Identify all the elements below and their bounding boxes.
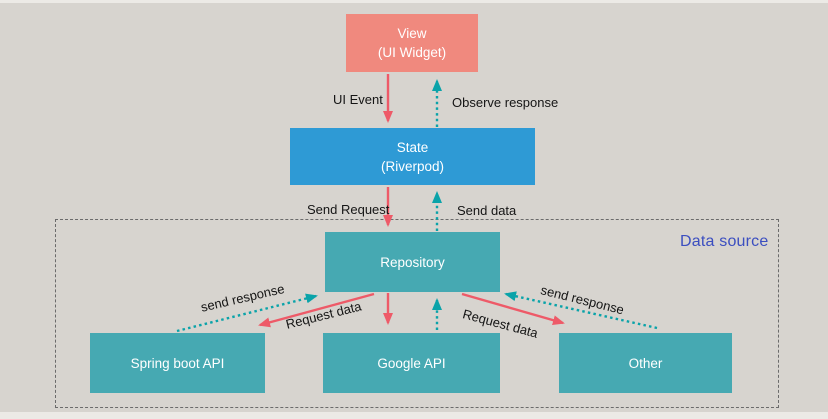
node-repository: Repository: [325, 232, 500, 292]
node-spring-boot-api: Spring boot API: [90, 333, 265, 393]
observe-response-label: Observe response: [452, 95, 559, 110]
node-other: Other: [559, 333, 732, 393]
node-state: State (Riverpod): [290, 128, 535, 185]
send-request-label: Send Request: [307, 202, 390, 217]
data-source-container: [55, 219, 779, 408]
node-state-title: State: [396, 139, 429, 155]
slide-top-edge: [0, 0, 828, 3]
node-view-title: View: [397, 26, 427, 41]
node-google-api-label: Google API: [377, 355, 446, 371]
node-view: View (UI Widget): [346, 14, 478, 72]
ui-event-label: UI Event: [333, 92, 383, 107]
node-other-label: Other: [628, 355, 663, 371]
send-data-label: Send data: [457, 203, 517, 218]
node-view-subtitle: (UI Widget): [377, 45, 447, 60]
node-repository-label: Repository: [380, 254, 445, 270]
node-google-api: Google API: [323, 333, 500, 393]
data-source-label: Data source: [680, 233, 769, 250]
node-state-subtitle: (Riverpod): [380, 158, 445, 174]
node-spring-boot-api-label: Spring boot API: [130, 355, 225, 371]
slide-bottom-edge: [0, 412, 828, 419]
